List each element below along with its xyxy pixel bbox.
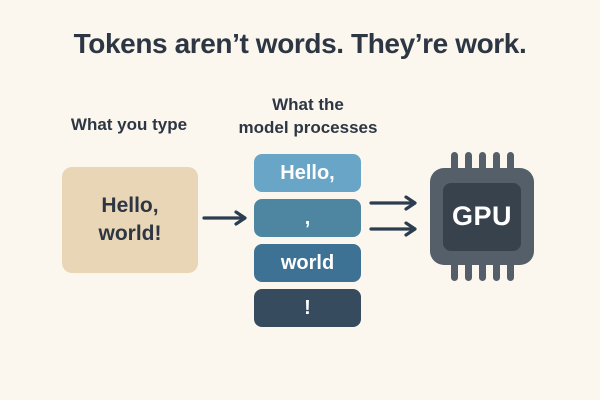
input-column-label: What you type xyxy=(39,113,219,136)
typed-text-line2: world! xyxy=(98,222,162,245)
token-box-comma: , xyxy=(254,199,361,237)
gpu-pins-top xyxy=(430,152,534,168)
token-text: Hello, xyxy=(280,161,335,184)
token-text: world xyxy=(280,251,335,274)
token-box-hello: Hello, xyxy=(254,154,361,192)
gpu-core: GPU xyxy=(443,182,521,251)
page-title: Tokens aren’t words. They’re work. xyxy=(73,28,527,59)
gpu-pin xyxy=(450,265,458,281)
tokens-column-label-line2: model processes xyxy=(238,118,378,137)
tokens-column-label: What the model processes xyxy=(218,93,398,139)
tokens-column-label-line1: What the xyxy=(272,95,344,114)
gpu-pin xyxy=(464,265,472,281)
right-arrow-icon xyxy=(202,210,247,226)
typed-text-line1: Hello, xyxy=(101,194,159,217)
gpu-pin xyxy=(492,152,500,168)
token-text: , xyxy=(304,206,311,229)
double-right-arrow-icon xyxy=(369,195,417,237)
gpu-chip-icon: GPU xyxy=(430,152,534,281)
gpu-pin xyxy=(450,152,458,168)
gpu-pin xyxy=(478,265,486,281)
token-stack: Hello, , world ! xyxy=(254,154,361,327)
gpu-pin xyxy=(492,265,500,281)
gpu-label: GPU xyxy=(451,201,512,231)
gpu-pin xyxy=(506,265,514,281)
gpu-pin xyxy=(464,152,472,168)
typed-text-box: Hello, world! xyxy=(62,167,198,273)
token-box-exclamation: ! xyxy=(254,289,361,327)
gpu-body: GPU xyxy=(430,168,534,265)
gpu-pin xyxy=(478,152,486,168)
input-column-label-text: What you type xyxy=(70,115,188,134)
gpu-pin xyxy=(506,152,514,168)
gpu-pins-bottom xyxy=(430,265,534,281)
token-text: ! xyxy=(304,296,311,319)
token-box-world: world xyxy=(254,244,361,282)
